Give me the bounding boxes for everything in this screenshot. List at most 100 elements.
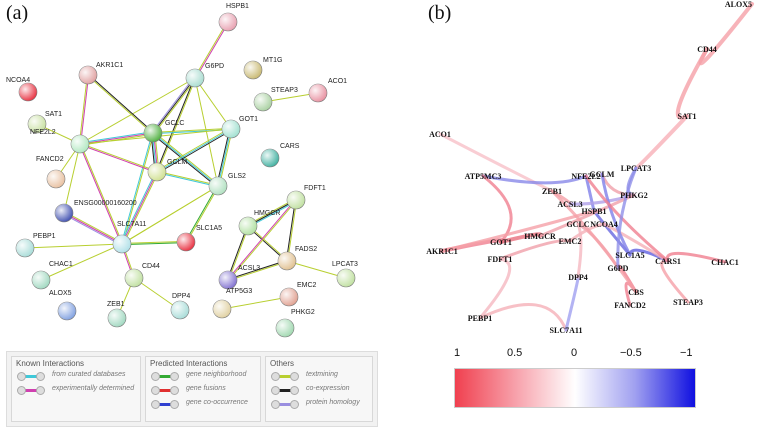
node-label: SLC1A5 [196, 225, 222, 232]
network-node[interactable]: SAT1 [27, 111, 62, 134]
network-node[interactable]: FDFT1 [286, 185, 326, 210]
correlation-edge [478, 257, 512, 320]
gene-label: EMC2 [559, 237, 582, 246]
network-node[interactable]: HMGCR [238, 210, 280, 236]
network-node[interactable]: GLS2 [208, 173, 246, 196]
gene-label: HSPB1 [582, 207, 607, 216]
network-node[interactable]: CARS [260, 143, 300, 168]
legend-row-neighborhood: gene neighborhood [146, 370, 260, 384]
edge-line [24, 243, 123, 249]
edge-line [122, 172, 159, 245]
network-node[interactable]: EMC2 [279, 282, 317, 307]
line-swatch [151, 372, 179, 381]
node-highlight [58, 302, 76, 320]
network-node[interactable]: LPCAT3 [332, 261, 358, 288]
edge-line [157, 78, 197, 173]
edge-line [80, 143, 124, 244]
legend-text: gene neighborhood [186, 371, 247, 378]
node-highlight [71, 135, 89, 153]
gene-label: ACSL3 [557, 200, 582, 209]
node-label: PEBP1 [33, 233, 56, 240]
network-node[interactable]: PHKG2 [275, 309, 315, 338]
gene-label: CD44 [697, 45, 717, 54]
network-node[interactable]: NCOA4 [6, 77, 38, 102]
network-node[interactable]: CHAC1 [31, 261, 73, 290]
node-label: NFE2L2 [30, 129, 56, 136]
edge-line [63, 143, 81, 214]
gene-label: SLC1A5 [615, 251, 644, 260]
gene-label: FANCD2 [614, 301, 645, 310]
node-label: STEAP3 [271, 87, 298, 94]
node-highlight [261, 149, 279, 167]
edge-line [157, 170, 219, 186]
gene-label: CHAC1 [711, 258, 739, 267]
legend-title-known: Known Interactions [16, 359, 85, 368]
edge-line [155, 77, 195, 172]
network-node[interactable]: SLC1A5 [176, 225, 222, 252]
line-swatch [17, 372, 45, 381]
node-highlight [108, 309, 126, 327]
node-highlight [219, 13, 237, 31]
correlation-edges [438, 2, 754, 332]
edge-line [121, 185, 219, 245]
network-node[interactable]: ACSL3 [218, 265, 260, 290]
panel-label-b: (b) [428, 2, 452, 24]
network-node[interactable]: GCLC [143, 120, 184, 143]
others-legend: Others textmining co-expression protein … [265, 356, 373, 422]
network-node[interactable]: AKR1C1 [78, 62, 123, 85]
network-node[interactable]: FADS2 [277, 246, 317, 271]
interaction-legend: Known Interactions from curated database… [6, 351, 378, 427]
network-node[interactable]: ALOX5 [49, 290, 77, 321]
edge-line [156, 128, 232, 173]
network-node[interactable]: G6PD [185, 63, 224, 88]
node-highlight [213, 300, 231, 318]
network-node[interactable]: GOT1 [221, 116, 258, 139]
correlation-edge [564, 275, 580, 332]
node-label: GLS2 [228, 173, 246, 180]
legend-row-fusions: gene fusions [146, 384, 260, 398]
network-node[interactable]: ENSG00000160200 [54, 200, 137, 223]
correlation-edge [634, 114, 689, 170]
node-label: PHKG2 [291, 309, 315, 316]
network-node[interactable]: MT1G [243, 57, 282, 80]
edge-line [80, 75, 90, 145]
gene-label: SLC7A11 [550, 326, 583, 335]
network-node[interactable]: NFE2L2 [30, 129, 90, 154]
network-node[interactable]: PEBP1 [15, 233, 56, 258]
network-node[interactable]: DPP4 [170, 293, 190, 320]
node-label: GCLC [165, 120, 184, 127]
network-node[interactable]: GCLM [147, 159, 187, 182]
network-node[interactable]: HSPB1 [218, 3, 249, 32]
node-label: MT1G [263, 57, 282, 64]
node-label: EMC2 [297, 282, 317, 289]
network-node[interactable]: STEAP3 [253, 87, 298, 112]
correlation-edge [698, 2, 754, 66]
legend-row-textmining: textmining [266, 370, 372, 384]
gene-label: ATP5MC3 [465, 172, 502, 181]
node-label: ACSL3 [238, 265, 260, 272]
edge-line [120, 132, 153, 244]
node-label: G6PD [205, 63, 224, 70]
legend-text: gene fusions [186, 385, 226, 392]
network-node[interactable]: ATP5G3 [212, 288, 252, 319]
network-node[interactable]: ZEB1 [107, 301, 127, 328]
edge-line [79, 144, 157, 174]
edge-line [227, 199, 296, 280]
network-node[interactable]: CD44 [124, 263, 160, 288]
edge-line [63, 213, 122, 246]
edge-line [221, 296, 290, 310]
node-label: NCOA4 [6, 77, 30, 84]
legend-text: protein homology [306, 399, 360, 406]
edge-line [64, 211, 123, 244]
network-node[interactable]: SLC7A11 [112, 221, 147, 254]
node-highlight [177, 233, 195, 251]
predicted-interactions-legend: Predicted Interactions gene neighborhood… [145, 356, 261, 422]
node-label: ATP5G3 [226, 288, 252, 295]
edge-line [152, 132, 219, 187]
colorbar-tick: 1 [454, 347, 461, 359]
network-node[interactable]: ACO1 [308, 78, 347, 103]
edge-line [186, 186, 219, 243]
network-node[interactable]: FANCD2 [36, 156, 66, 189]
node-highlight [144, 124, 162, 142]
